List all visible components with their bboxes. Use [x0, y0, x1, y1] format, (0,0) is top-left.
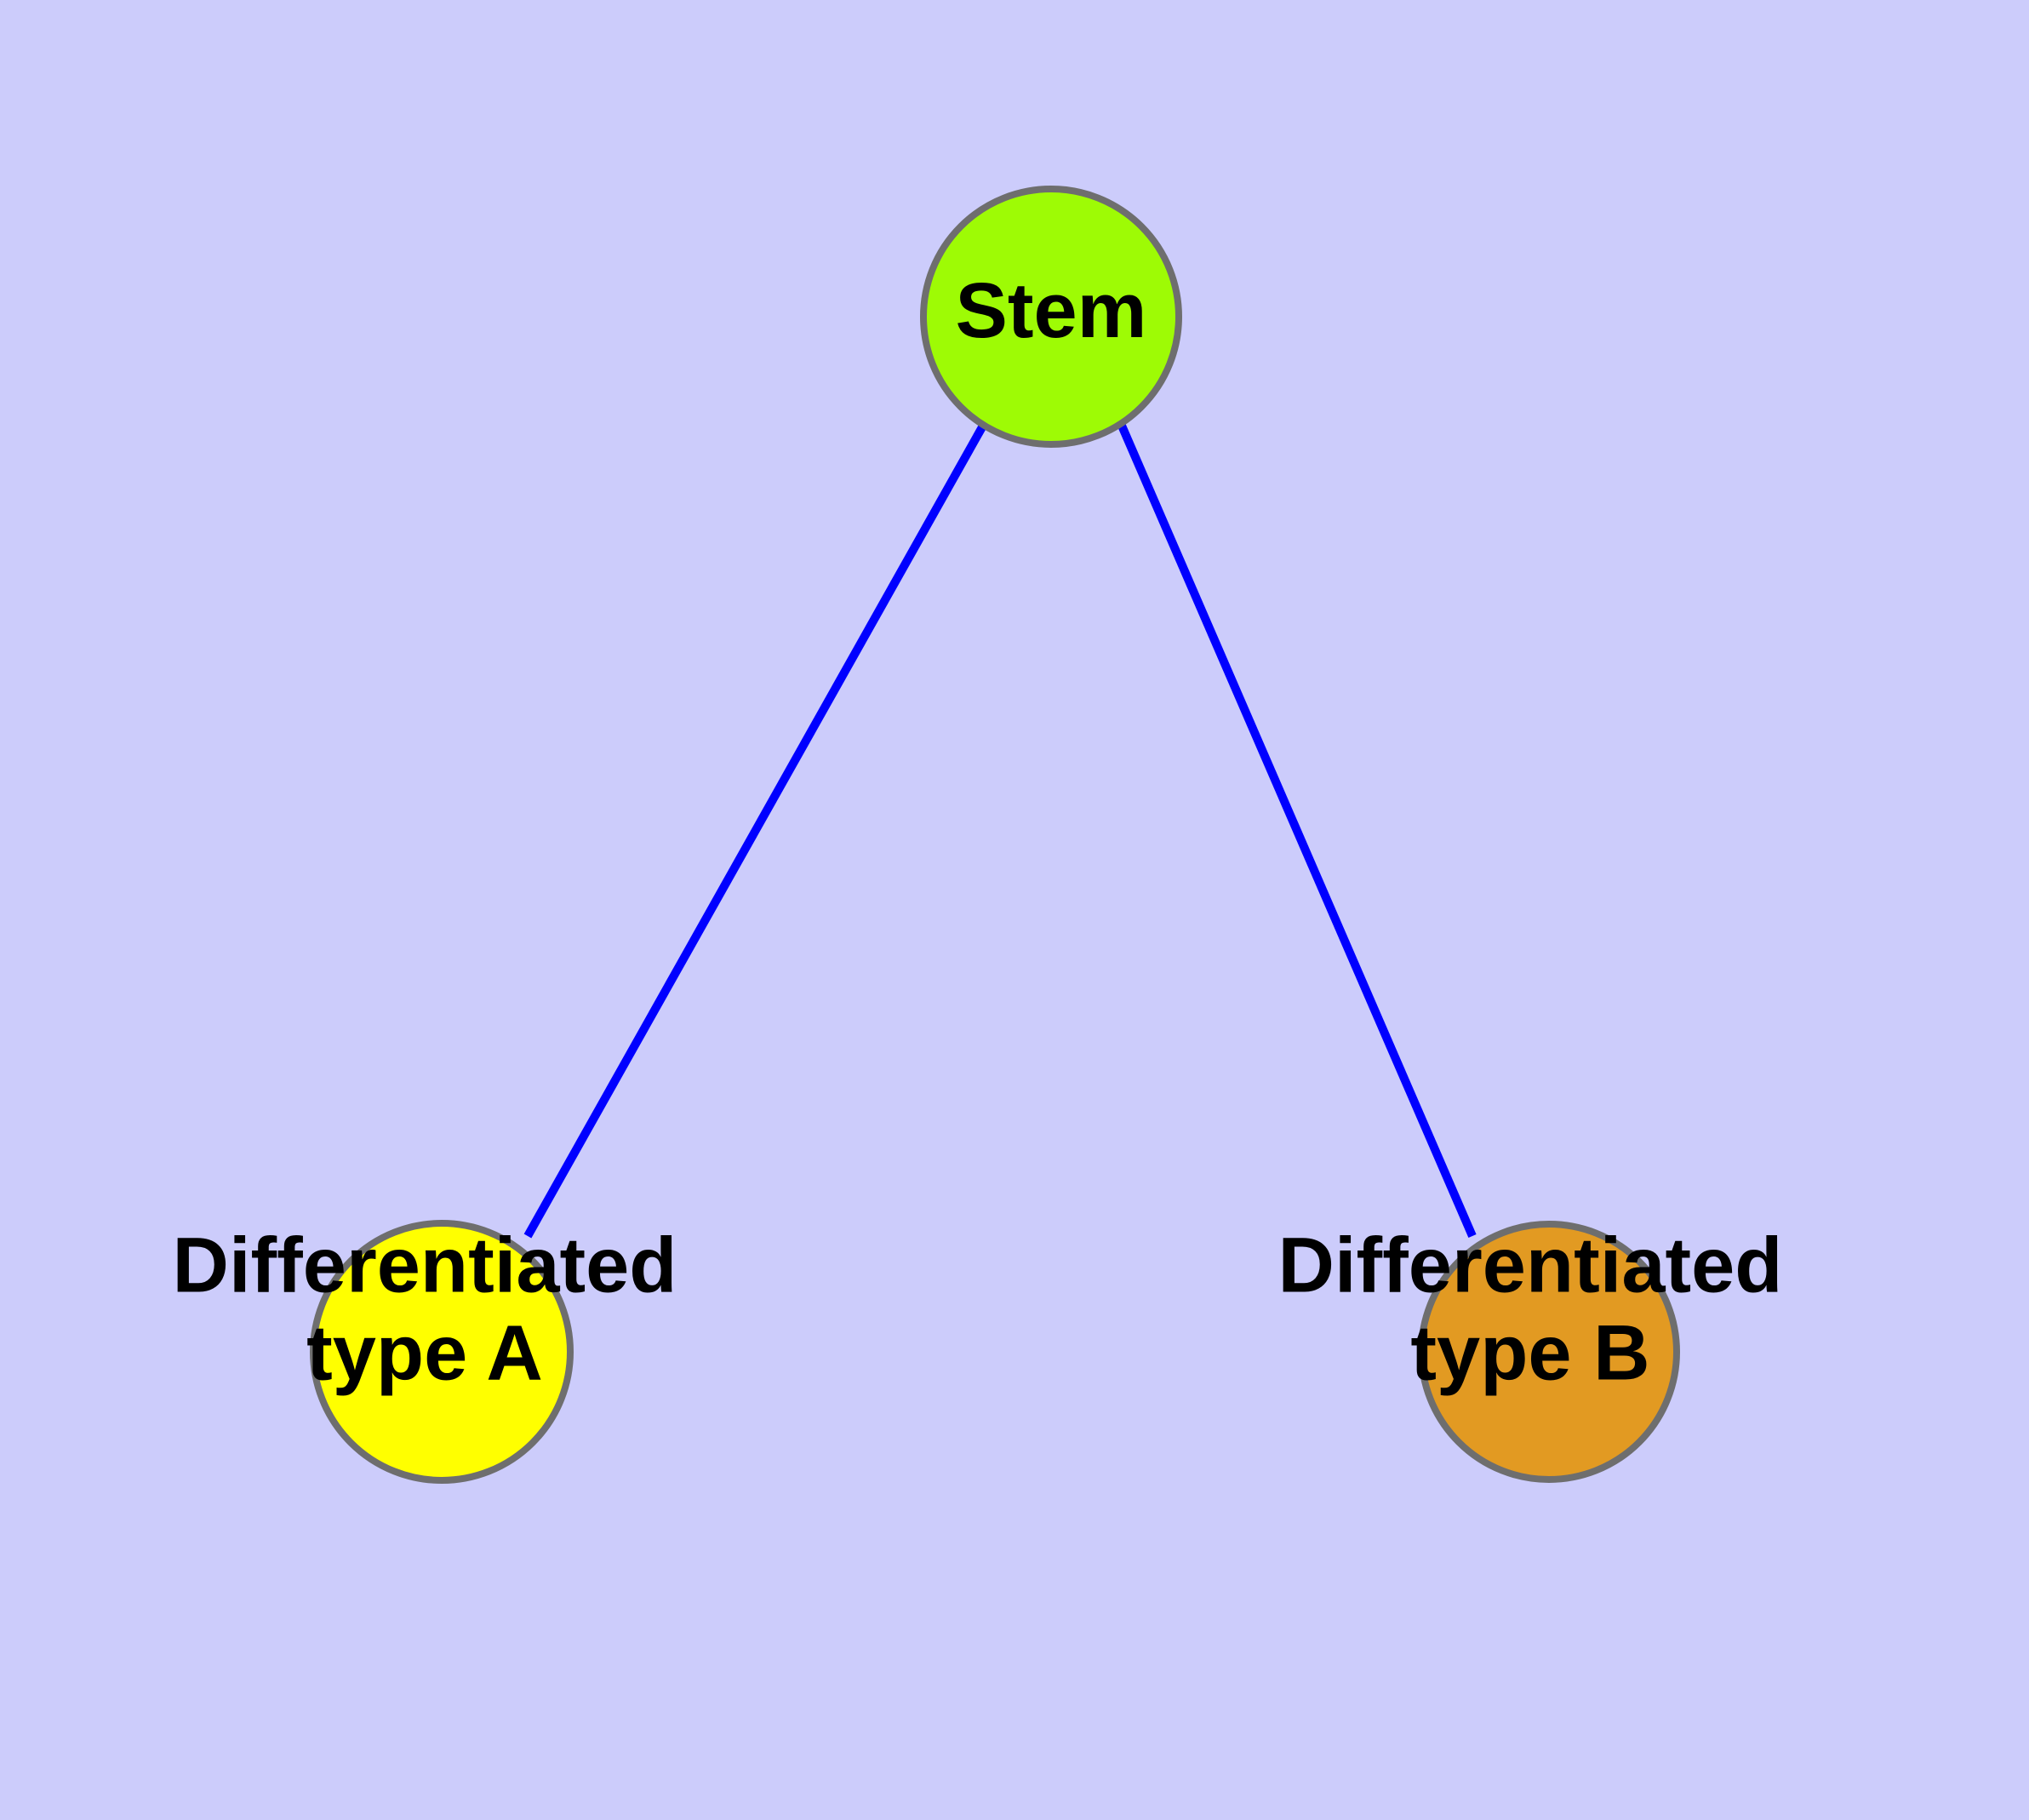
edges-group [523, 423, 1477, 1239]
node-label-line: Differentiated [173, 1222, 677, 1309]
nodes-group [310, 186, 1680, 1484]
node-stem[interactable] [920, 186, 1182, 448]
node-differentiated-type-a-circle[interactable] [310, 1220, 574, 1484]
node-label-line: type A [306, 1310, 543, 1397]
node-differentiated-type-b-circle[interactable] [1418, 1221, 1680, 1483]
node-stem-label: Stem [956, 267, 1147, 354]
node-label-line: Differentiated [1278, 1222, 1783, 1309]
node-stem-circle[interactable] [920, 186, 1182, 448]
node-label-line: type B [1410, 1310, 1649, 1397]
node-differentiated-type-b[interactable] [1418, 1221, 1680, 1483]
node-differentiated-type-a[interactable] [310, 1220, 574, 1484]
edge-stem-to-differentiated-type-a[interactable] [523, 423, 987, 1239]
edge-stem-to-differentiated-type-b[interactable] [1117, 424, 1477, 1238]
node-label-line: Stem [956, 267, 1147, 354]
